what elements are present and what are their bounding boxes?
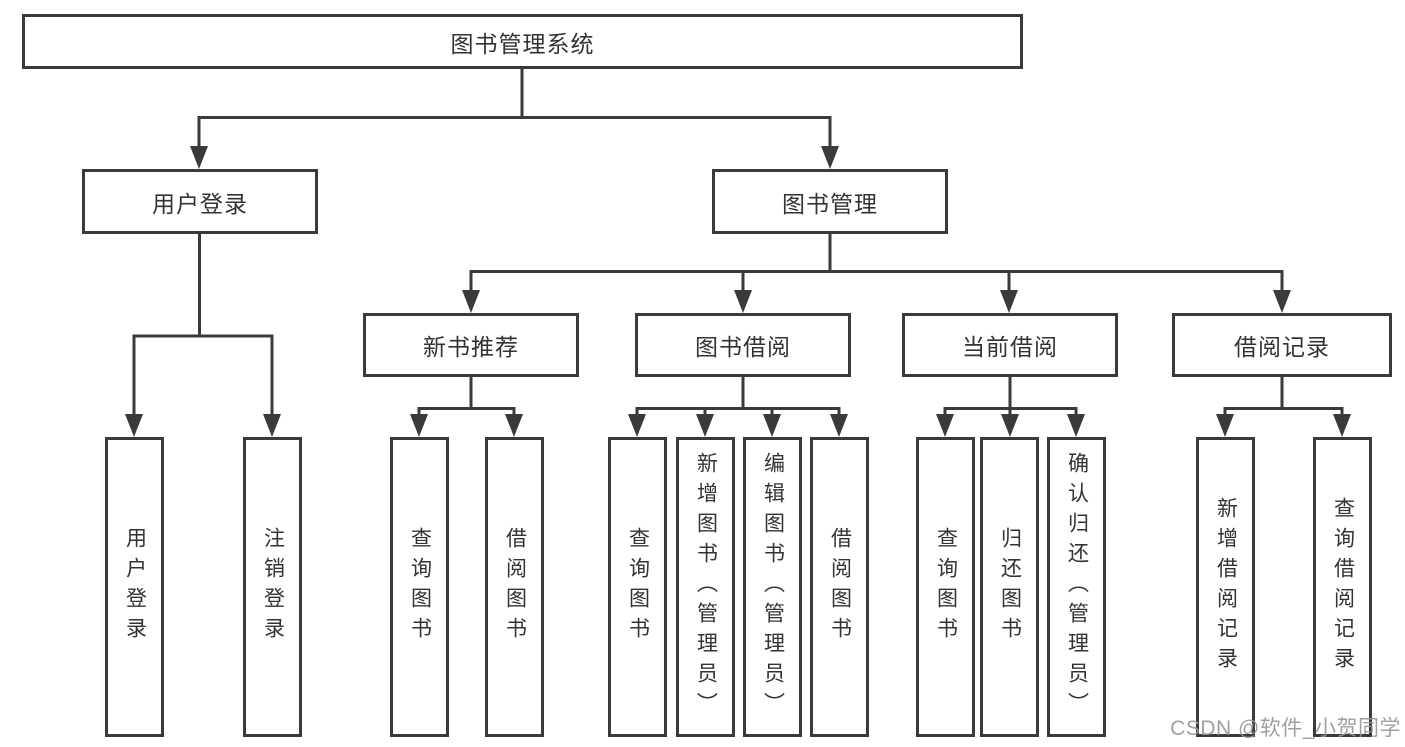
leaf-borrow-books-recommend: 借阅图书 <box>485 437 544 737</box>
node-book-borrowing: 图书借阅 <box>635 313 851 377</box>
leaf-logout: 注销登录 <box>243 437 302 737</box>
node-book-management: 图书管理 <box>712 169 948 234</box>
node-current-borrowing: 当前借阅 <box>902 313 1118 377</box>
leaf-query-books-current: 查询图书 <box>916 437 975 737</box>
node-library-system: 图书管理系统 <box>22 14 1023 69</box>
leaf-query-books-borrowing: 查询图书 <box>608 437 667 737</box>
leaf-edit-books-admin: 编辑图书（管理员） <box>743 437 802 737</box>
node-new-book-recommend: 新书推荐 <box>363 313 579 377</box>
leaf-return-books: 归还图书 <box>980 437 1039 737</box>
leaf-add-books-admin: 新增图书（管理员） <box>676 437 735 737</box>
node-borrowing-records: 借阅记录 <box>1172 313 1392 377</box>
leaf-borrow-books-borrowing: 借阅图书 <box>810 437 869 737</box>
csdn-watermark: CSDN @软件_小贺同学 <box>1170 717 1401 740</box>
leaf-user-login: 用户登录 <box>105 437 164 737</box>
leaf-confirm-return-admin: 确认归还（管理员） <box>1047 437 1106 737</box>
leaf-query-borrow-record: 查询借阅记录 <box>1313 437 1372 737</box>
leaf-add-borrow-record: 新增借阅记录 <box>1196 437 1255 737</box>
leaf-query-books-recommend: 查询图书 <box>390 437 449 737</box>
node-user-login: 用户登录 <box>82 169 318 234</box>
